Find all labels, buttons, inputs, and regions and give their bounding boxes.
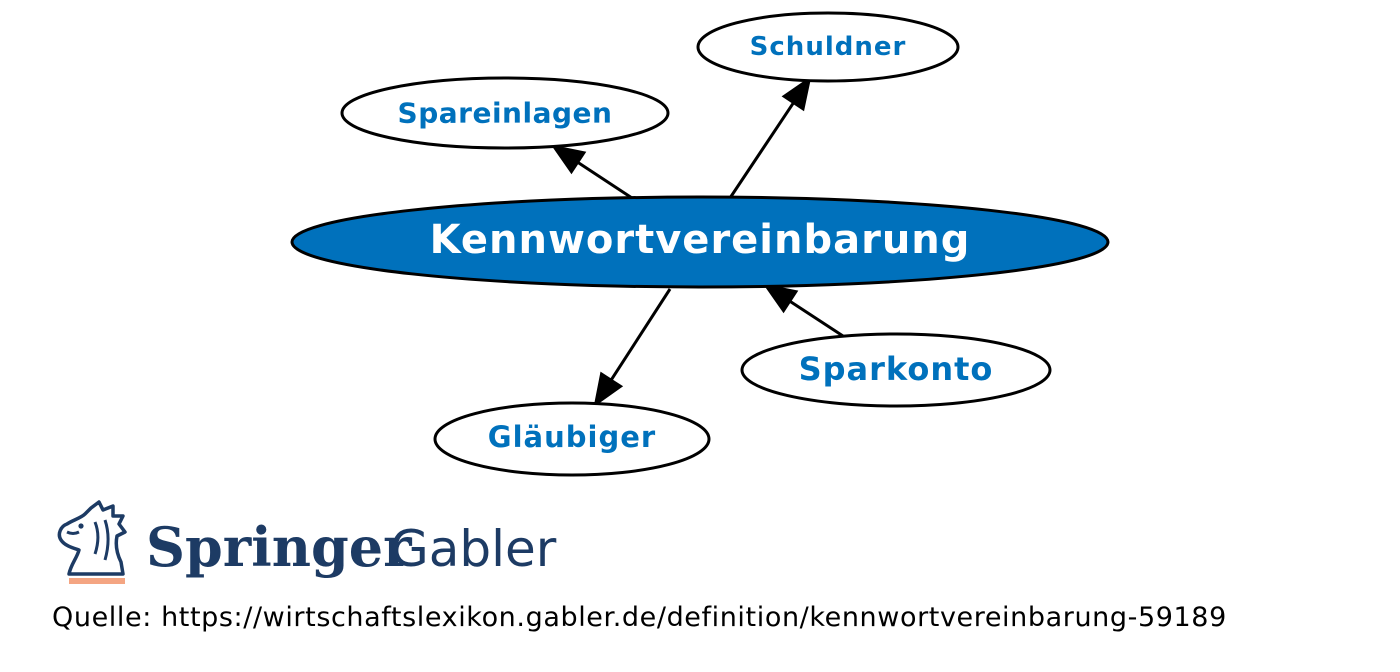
- brand-name-secondary: Gabler: [390, 520, 557, 578]
- brand-name-primary: Springer: [146, 515, 412, 579]
- diagram-edges: [550, 75, 844, 408]
- source-url-text: Quelle: https://wirtschaftslexikon.gable…: [52, 602, 1227, 633]
- arrowhead-spareinlagen: [550, 144, 587, 175]
- node-sparkonto[interactable]: Sparkonto: [740, 332, 1052, 408]
- arrowhead-kennwortvereinbarung: [762, 283, 799, 314]
- node-spareinlagen[interactable]: Spareinlagen: [340, 76, 670, 150]
- node-sparkonto-label: Sparkonto: [799, 350, 994, 388]
- node-spareinlagen-label: Spareinlagen: [398, 97, 613, 130]
- springer-horse-logo-icon: [57, 500, 127, 584]
- node-glaeubiger-label: Gläubiger: [488, 420, 656, 454]
- springer-gabler-logo: Springer Gabler: [57, 500, 557, 584]
- node-glaeubiger[interactable]: Gläubiger: [433, 401, 711, 477]
- edge-kennwortvereinbarung-to-schuldner: [728, 102, 795, 199]
- node-schuldner-label: Schuldner: [750, 32, 907, 62]
- node-kennwortvereinbarung[interactable]: Kennwortvereinbarung: [290, 195, 1110, 289]
- node-schuldner[interactable]: Schuldner: [696, 11, 960, 83]
- edge-kennwortvereinbarung-to-glaeubiger: [610, 288, 672, 381]
- arrowhead-schuldner: [781, 75, 812, 112]
- arrowhead-glaeubiger: [593, 371, 624, 408]
- edge-sparkonto-to-kennwortvereinbarung: [789, 300, 844, 338]
- node-kennwortvereinbarung-label: Kennwortvereinbarung: [430, 217, 971, 263]
- edge-kennwortvereinbarung-to-spareinlagen: [577, 161, 633, 200]
